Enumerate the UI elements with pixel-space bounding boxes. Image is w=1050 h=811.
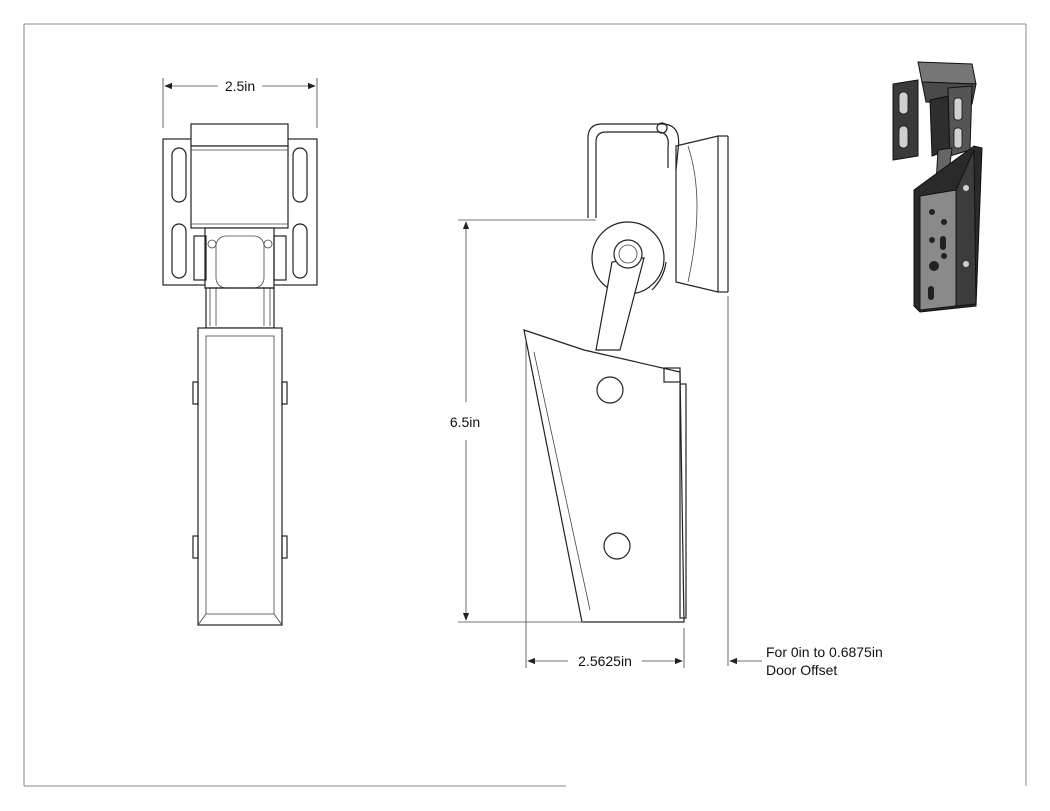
offset-note: For 0in to 0.6875in Door Offset	[727, 296, 883, 678]
side-view	[523, 122, 729, 623]
width-dimension: 2.5in	[162, 78, 318, 128]
depth-label: 2.5625in	[578, 653, 632, 669]
height-label: 6.5in	[450, 414, 480, 430]
drawing-frame	[23, 23, 1027, 787]
width-label: 2.5in	[225, 78, 255, 94]
isometric-view	[892, 61, 983, 313]
height-dimension: 6.5in	[450, 219, 596, 623]
depth-dimension: 2.5625in	[525, 340, 685, 669]
note-line-1: For 0in to 0.6875in	[766, 644, 883, 660]
front-view	[162, 123, 318, 626]
note-line-2: Door Offset	[766, 662, 837, 678]
